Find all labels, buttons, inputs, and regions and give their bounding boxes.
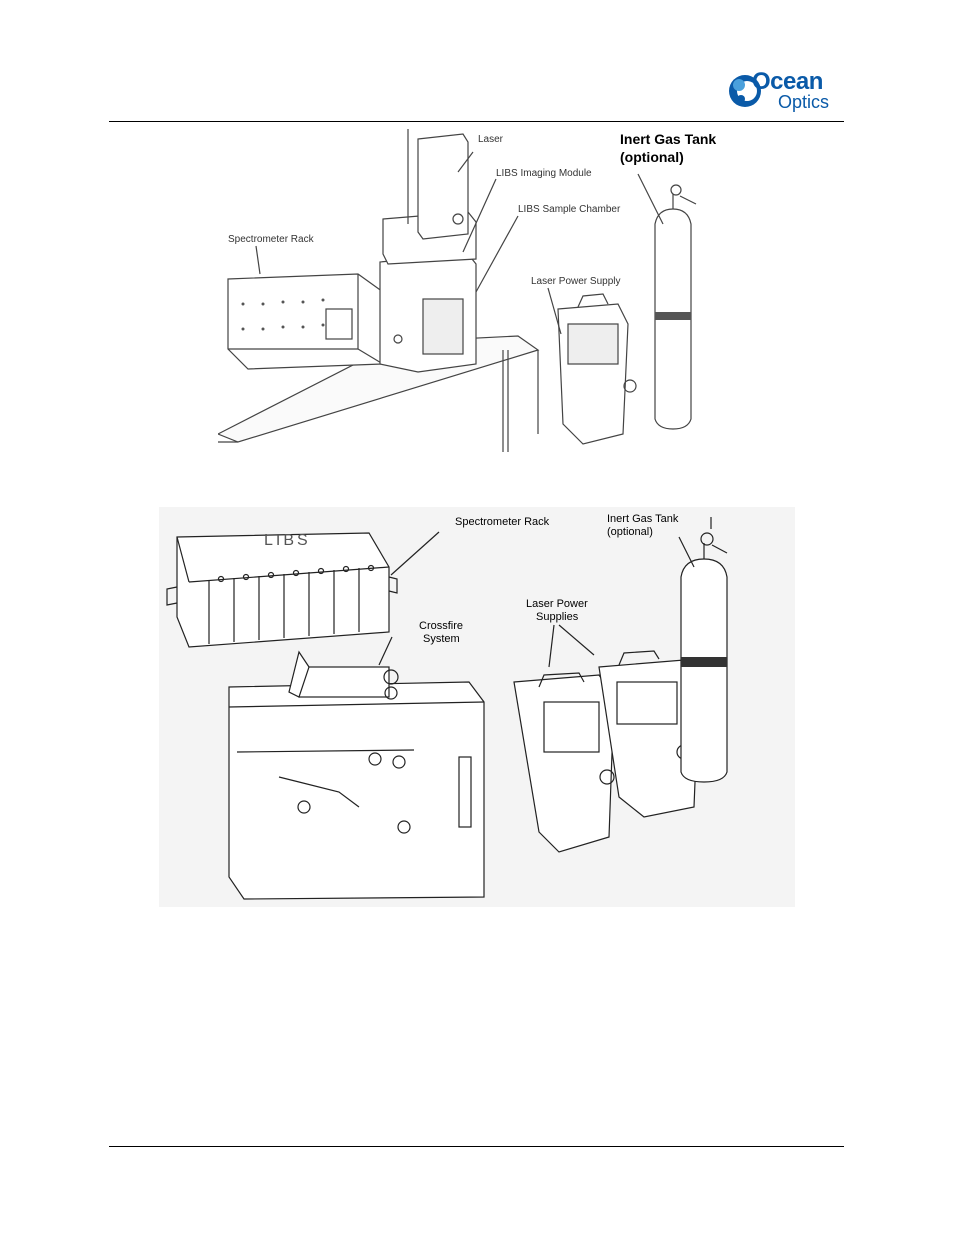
figure-libs-setup-1: Laser LIBS Imaging Module LIBS Sample Ch…	[218, 124, 738, 452]
label-spectrometer-rack: Spectrometer Rack	[228, 234, 315, 245]
label-gas-tank-line2: (optional)	[620, 149, 684, 165]
rack-libs-text: LIBS	[264, 532, 311, 549]
label-crossfire-line2: System	[423, 633, 460, 645]
label-laser-power-supply: Laser Power Supply	[531, 276, 621, 287]
label-power-supplies-line1: Laser Power	[526, 598, 588, 610]
footer-rule	[109, 1146, 844, 1147]
logo-text-optics: Optics	[778, 92, 829, 112]
header-rule	[109, 121, 844, 122]
label-gas-tank-2-line1: Inert Gas Tank	[607, 513, 679, 525]
logo-text-ocean: Ocean	[752, 70, 823, 94]
figure-libs-setup-2: LIBS Spectrometer Rack Inert Gas Tank (o…	[159, 507, 795, 907]
label-sample-chamber: LIBS Sample Chamber	[518, 204, 621, 215]
label-imaging-module: LIBS Imaging Module	[496, 168, 592, 179]
label-crossfire-line1: Crossfire	[419, 620, 463, 632]
label-gas-tank-2-line2: (optional)	[607, 526, 653, 538]
label-power-supplies-line2: Supplies	[536, 611, 579, 623]
label-spectrometer-rack-2: Spectrometer Rack	[455, 516, 550, 528]
label-laser: Laser	[478, 134, 504, 145]
label-gas-tank-line1: Inert Gas Tank	[620, 131, 716, 147]
